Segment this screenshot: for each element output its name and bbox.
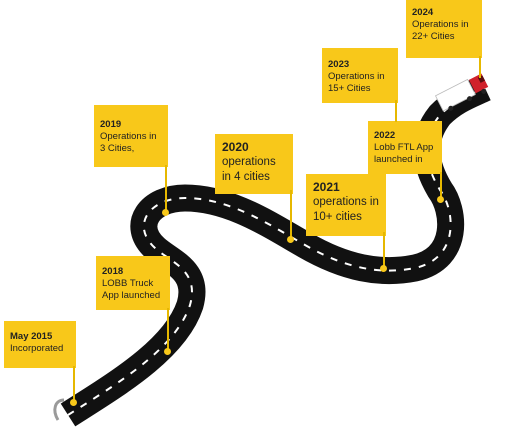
- flag-pole: [167, 308, 169, 350]
- road-pin: [164, 348, 171, 355]
- flag-pole: [440, 172, 442, 198]
- flag-pole: [383, 232, 385, 268]
- milestone-text: Operations in 22+ Cities: [412, 19, 469, 42]
- milestone-text: LOBB Truck App launched: [102, 278, 161, 301]
- road-pin: [437, 196, 444, 203]
- milestone-flag-2015: May 2015 Incorporated: [4, 321, 76, 368]
- flag-pole: [479, 56, 481, 78]
- milestone-text: Operations in 3 Cities,: [100, 131, 157, 154]
- milestone-text: operations in 10+ cities: [313, 196, 379, 223]
- road-pin: [287, 236, 294, 243]
- milestone-flag-2019: 2019 Operations in 3 Cities,: [94, 105, 168, 167]
- milestone-flag-2022: 2022 Lobb FTL App launched in: [368, 121, 442, 174]
- road-pin: [162, 209, 169, 216]
- milestone-flag-2023: 2023 Operations in 15+ Cities: [322, 48, 398, 103]
- milestone-flag-2020: 2020 operations in 4 cities: [215, 134, 293, 194]
- milestone-text: operations in 4 cities: [222, 156, 276, 183]
- flag-pole: [73, 366, 75, 402]
- milestone-text: Lobb FTL App launched in: [374, 142, 434, 165]
- milestone-text: Operations in 15+ Cities: [328, 71, 385, 94]
- flag-pole: [165, 165, 167, 211]
- road-pin: [380, 265, 387, 272]
- milestone-flag-2024: 2024 Operations in 22+ Cities: [406, 0, 482, 58]
- road-start-curb: [53, 398, 65, 421]
- flag-pole: [290, 190, 292, 238]
- milestone-year: 2021: [313, 180, 340, 194]
- milestone-year: 2019: [100, 119, 122, 130]
- milestone-year: 2020: [222, 140, 249, 154]
- milestone-flag-2018: 2018 LOBB Truck App launched: [96, 256, 170, 310]
- milestone-year: 2018: [102, 266, 124, 277]
- milestone-year: 2024: [412, 7, 434, 18]
- road-pin: [70, 399, 77, 406]
- milestone-text: Incorporated: [10, 343, 64, 354]
- milestone-year: May 2015: [10, 331, 53, 342]
- milestone-year: 2022: [374, 130, 396, 141]
- milestone-year: 2023: [328, 59, 350, 70]
- truck-icon: [434, 73, 489, 112]
- milestone-flag-2021: 2021 operations in 10+ cities: [306, 174, 386, 236]
- flag-pole: [395, 100, 397, 122]
